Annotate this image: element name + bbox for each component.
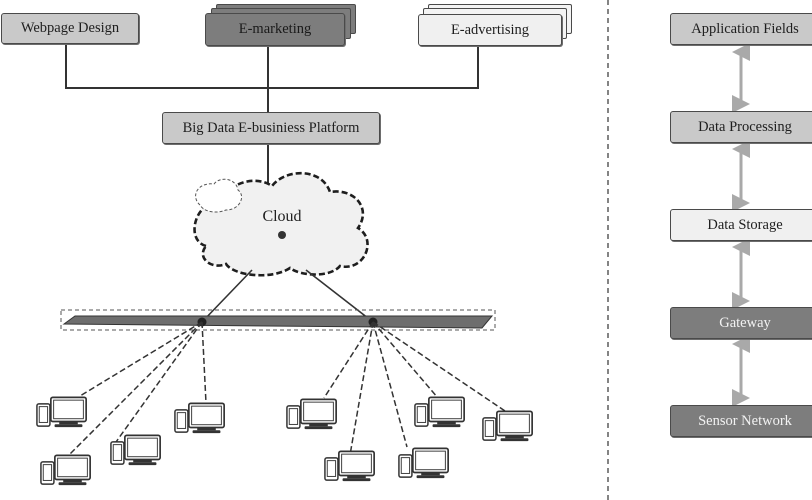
webpage-design-label: Webpage Design: [20, 20, 120, 36]
device-group-8: [324, 450, 375, 482]
layer-data-storage: Data Storage: [670, 209, 812, 241]
cloud-links: [201, 269, 374, 323]
layer-gateway: Gateway: [670, 307, 812, 339]
network-bar: [60, 309, 496, 331]
device-group-9: [398, 447, 449, 479]
layer-gateway-label: Gateway: [719, 314, 771, 331]
device-group-6: [414, 396, 465, 428]
device-group-2: [174, 402, 225, 434]
device-group-7: [482, 410, 533, 442]
cloud-node: [278, 231, 286, 239]
platform-label: Big Data E-businiess Platform: [182, 119, 360, 136]
layer-data-processing: Data Processing: [670, 111, 812, 143]
device-group-1: [36, 396, 87, 428]
layer-data-storage-label: Data Storage: [707, 216, 783, 233]
layer-application-fields-label: Application Fields: [691, 20, 799, 37]
e-marketing-box: E-marketing: [205, 13, 345, 46]
devices: [36, 396, 533, 486]
top-connectors: [65, 44, 479, 186]
layer-data-processing-label: Data Processing: [698, 118, 792, 135]
device-group-4: [40, 454, 91, 486]
layer-application-fields: Application Fields: [670, 13, 812, 45]
device-links: [65, 321, 509, 459]
e-advertising-label: E-advertising: [450, 21, 530, 38]
platform-box: Big Data E-businiess Platform: [162, 112, 380, 144]
cloud-label: Cloud: [262, 208, 302, 225]
webpage-design-box: Webpage Design: [1, 13, 139, 44]
device-group-5: [286, 398, 337, 430]
e-marketing-label: E-marketing: [238, 21, 312, 37]
layer-sensor-network-label: Sensor Network: [698, 412, 792, 429]
layer-sensor-network: Sensor Network: [670, 405, 812, 437]
e-advertising-box: E-advertising: [418, 14, 562, 46]
